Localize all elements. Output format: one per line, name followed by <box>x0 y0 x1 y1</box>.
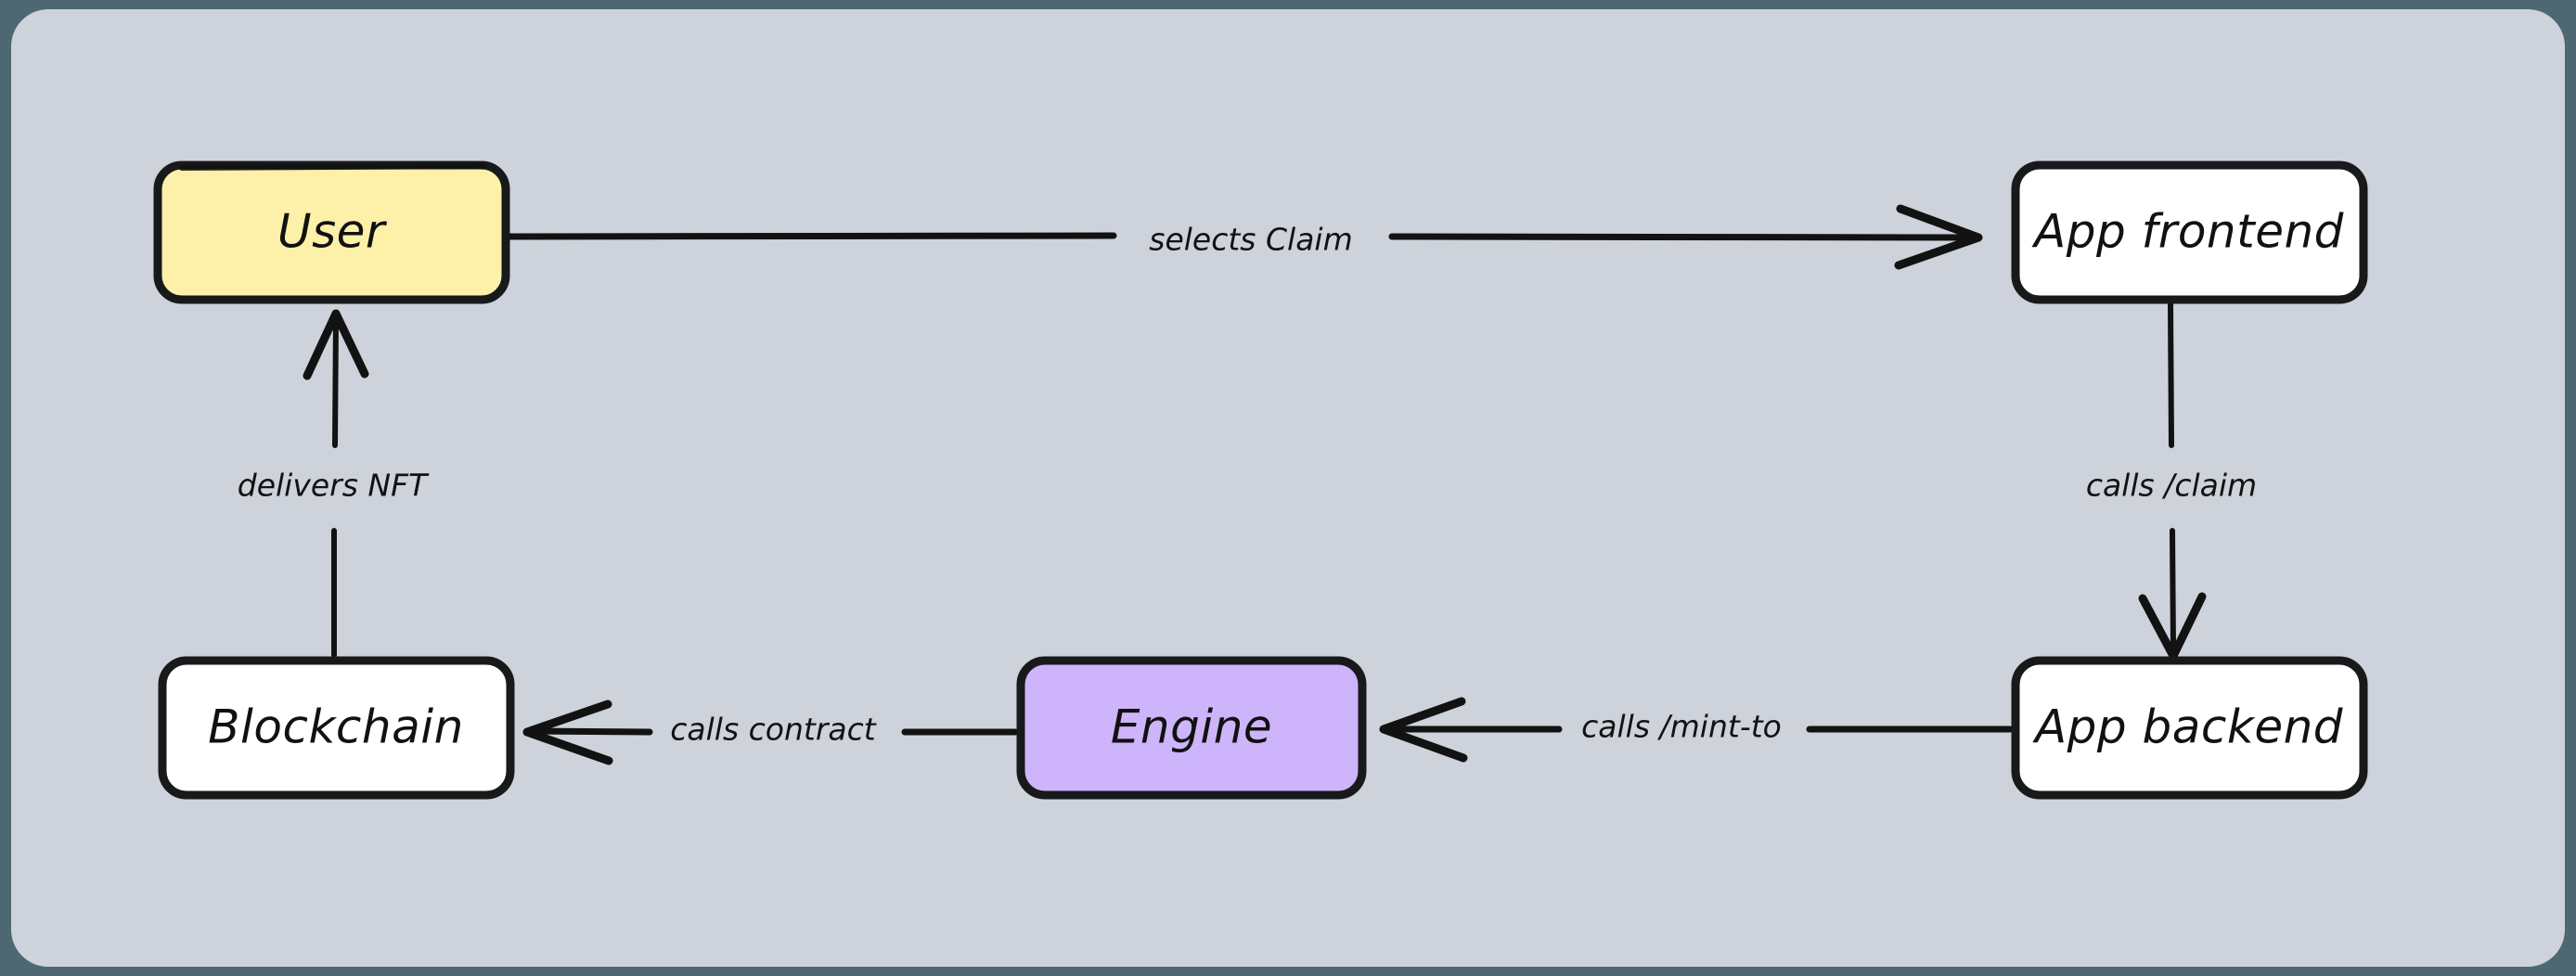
edge-line-calls-claim <box>2168 300 2176 652</box>
edge-line-delivers-nft <box>331 315 339 658</box>
node-user-sketch-overstroke <box>179 163 485 171</box>
arrowhead-right-app-frontend <box>1894 204 1983 270</box>
arrowhead-down-app-backend <box>2138 592 2207 661</box>
arrowhead-up-user <box>303 309 369 380</box>
edge-label-calls-claim: calls /claim <box>2086 468 2257 504</box>
node-user-label: User <box>277 205 388 259</box>
edge-line-selects-claim <box>505 232 1978 241</box>
edge-line-calls-contract <box>527 727 1019 736</box>
edge-app-backend-to-engine[interactable]: calls /mint-to <box>1379 697 2014 763</box>
node-app-backend-shape <box>2011 656 2368 800</box>
edge-user-to-app-frontend[interactable]: selects Claim <box>505 204 1983 270</box>
node-app-frontend-shape <box>2011 161 2368 304</box>
node-blockchain-label: Blockchain <box>208 700 464 754</box>
arrowhead-left-engine <box>1379 697 1468 763</box>
edge-blockchain-to-user[interactable]: delivers NFT <box>238 309 430 658</box>
node-engine-shape <box>1016 656 1367 800</box>
node-engine[interactable]: Engine <box>1016 656 1367 800</box>
edge-app-frontend-to-app-backend[interactable]: calls /claim <box>2086 300 2257 661</box>
edge-label-calls-mint-to: calls /mint-to <box>1581 709 1782 745</box>
node-app-frontend[interactable]: App frontend <box>2011 161 2368 304</box>
edge-engine-to-blockchain[interactable]: calls contract <box>522 700 1019 765</box>
node-app-backend-label: App backend <box>2032 700 2343 754</box>
edge-label-delivers-nft: delivers NFT <box>238 468 430 504</box>
node-user[interactable]: User <box>153 161 510 304</box>
node-app-frontend-label: App frontend <box>2031 205 2344 259</box>
node-app-backend[interactable]: App backend <box>2011 656 2368 800</box>
edge-label-calls-contract: calls contract <box>670 712 877 748</box>
arrowhead-left-blockchain <box>522 700 613 765</box>
node-engine-label: Engine <box>1111 700 1272 754</box>
edge-label-selects-claim: selects Claim <box>1149 222 1352 258</box>
node-blockchain[interactable]: Blockchain <box>158 656 515 800</box>
node-blockchain-shape <box>158 656 515 800</box>
